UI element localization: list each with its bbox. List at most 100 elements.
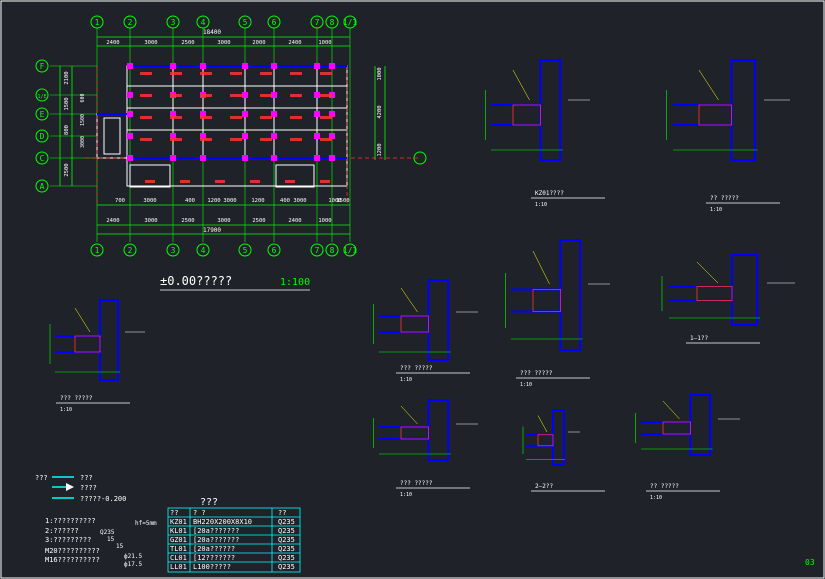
dimension-span: 3000 — [144, 218, 157, 224]
dimension-span: 3000 — [217, 218, 230, 224]
axis-bubble — [196, 15, 210, 29]
note-line: M20?????????? — [45, 547, 100, 555]
dimension-span: 2500 — [181, 40, 194, 46]
page-number: 03 — [805, 558, 815, 567]
dimension-span: 1200 — [377, 143, 383, 156]
dimension-span: 700 — [115, 198, 125, 204]
axis-bubble — [166, 243, 180, 257]
steel-beams — [97, 65, 347, 159]
table-cell: Q235 — [278, 563, 295, 571]
table-cell: Q235 — [278, 554, 295, 562]
dimension-span: 3000 — [80, 136, 86, 148]
note-line: 1:?????????? — [45, 517, 96, 525]
axis-bubble — [413, 151, 427, 165]
table-cell: Q235 — [278, 536, 295, 544]
dimension-span: 3000 — [144, 40, 157, 46]
axis-label: 7 — [315, 246, 320, 255]
table-cell: Q235 — [278, 545, 295, 553]
table-header: ? ? — [193, 509, 206, 517]
table-cell: [12??????? — [193, 554, 235, 562]
axis-label: 1/1 — [343, 246, 358, 255]
dimension-span: 400 — [280, 198, 290, 204]
column-marker — [329, 111, 335, 117]
table-cell: CL01 — [170, 554, 187, 562]
column-marker — [200, 63, 206, 69]
detail-scale: 1:10 — [400, 377, 412, 383]
floor-plan — [50, 28, 420, 242]
axis-bubble — [35, 151, 49, 165]
column-marker — [242, 92, 248, 98]
building-outline — [96, 65, 348, 188]
column-marker — [242, 111, 248, 117]
axis-lines-horizontal — [50, 65, 97, 187]
dimension-span: 2400 — [288, 218, 301, 224]
column-marker — [242, 133, 248, 139]
column-marker — [314, 63, 320, 69]
dimension-span: 3000 — [217, 40, 230, 46]
axis-label: 2 — [128, 246, 133, 255]
column-marker — [170, 155, 176, 161]
table-cell: Q235 — [278, 518, 295, 526]
axis-label: 6 — [272, 246, 277, 255]
axis-label: 2 — [128, 18, 133, 27]
member-labels — [140, 72, 332, 183]
axis-bubble — [238, 15, 252, 29]
axis-label: C — [40, 154, 45, 163]
table-cell: KZ01 — [170, 518, 187, 526]
axis-bubble — [325, 15, 339, 29]
column-marker — [314, 133, 320, 139]
legend-item: ??? — [80, 474, 93, 482]
table-header: ?? — [278, 509, 286, 517]
axis-bubble — [123, 15, 137, 29]
table-cell: KL01 — [170, 527, 187, 535]
detail-title: ??? ????? — [60, 395, 93, 402]
axis-label: 7 — [315, 18, 320, 27]
axis-bubble — [35, 129, 49, 143]
table-cell: GZ01 — [170, 536, 187, 544]
column-marker — [314, 92, 320, 98]
detail-drawings — [49, 59, 795, 492]
dimension-span: 1200 — [207, 198, 220, 204]
detail-title: ??? ????? — [520, 370, 553, 377]
column-marker — [271, 63, 277, 69]
dimension-span: 2400 — [106, 218, 119, 224]
axis-label: E — [40, 110, 45, 119]
axis-bubble — [123, 243, 137, 257]
axis-label: 1 — [95, 246, 100, 255]
dimension-span: 1200 — [251, 198, 264, 204]
detail-scale: 1:10 — [520, 382, 532, 388]
dimension-span: 2500 — [64, 163, 70, 176]
axis-label: 3 — [171, 18, 176, 27]
column-marker — [271, 92, 277, 98]
axis-bubble — [267, 243, 281, 257]
material-table-frame — [167, 507, 301, 573]
axis-bubble — [35, 107, 49, 121]
column-marker — [127, 155, 133, 161]
axis-bubble — [35, 88, 49, 102]
steel-columns — [127, 63, 335, 161]
axis-bubble — [343, 15, 357, 29]
axis-label: 8 — [330, 246, 335, 255]
column-marker — [242, 155, 248, 161]
dimension-span: 800 — [64, 125, 70, 135]
note-detail: ф17.5 — [124, 561, 142, 568]
legend-swatches — [52, 476, 74, 499]
dimension-span: 1000 — [328, 198, 341, 204]
detail-title: ?? ????? — [650, 483, 679, 490]
dimension-span: 2500 — [252, 218, 265, 224]
axis-bubble — [310, 15, 324, 29]
axis-label: 8 — [330, 18, 335, 27]
dimension-span: 1000 — [318, 218, 331, 224]
axis-label: 4 — [201, 246, 206, 255]
axis-bubble — [90, 243, 104, 257]
column-marker — [271, 133, 277, 139]
column-marker — [200, 111, 206, 117]
axis-label: 1/E — [37, 94, 46, 100]
dimension-span: 1000 — [377, 67, 383, 80]
column-marker — [242, 63, 248, 69]
table-cell: [20a?????? — [193, 545, 235, 553]
detail-scale: 1:10 — [535, 202, 547, 208]
dimension-total: 18400 — [203, 29, 221, 36]
column-marker — [127, 111, 133, 117]
axis-label: 1 — [95, 18, 100, 27]
